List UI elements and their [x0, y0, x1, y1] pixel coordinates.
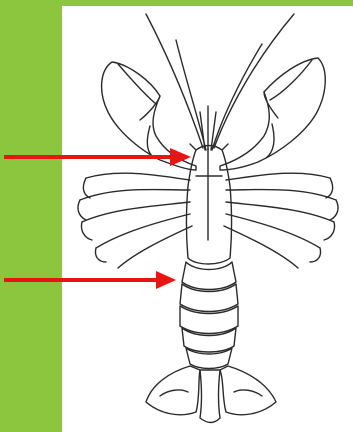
left-antenna-inner [176, 40, 206, 150]
right-legs [224, 173, 336, 268]
right-claw [220, 58, 325, 170]
left-legs [80, 173, 192, 268]
arrow-to-abdomen-start-head [156, 271, 176, 289]
left-antenna [146, 14, 203, 148]
carapace [187, 146, 232, 265]
right-antenna [214, 14, 294, 148]
abdomen [182, 262, 236, 290]
